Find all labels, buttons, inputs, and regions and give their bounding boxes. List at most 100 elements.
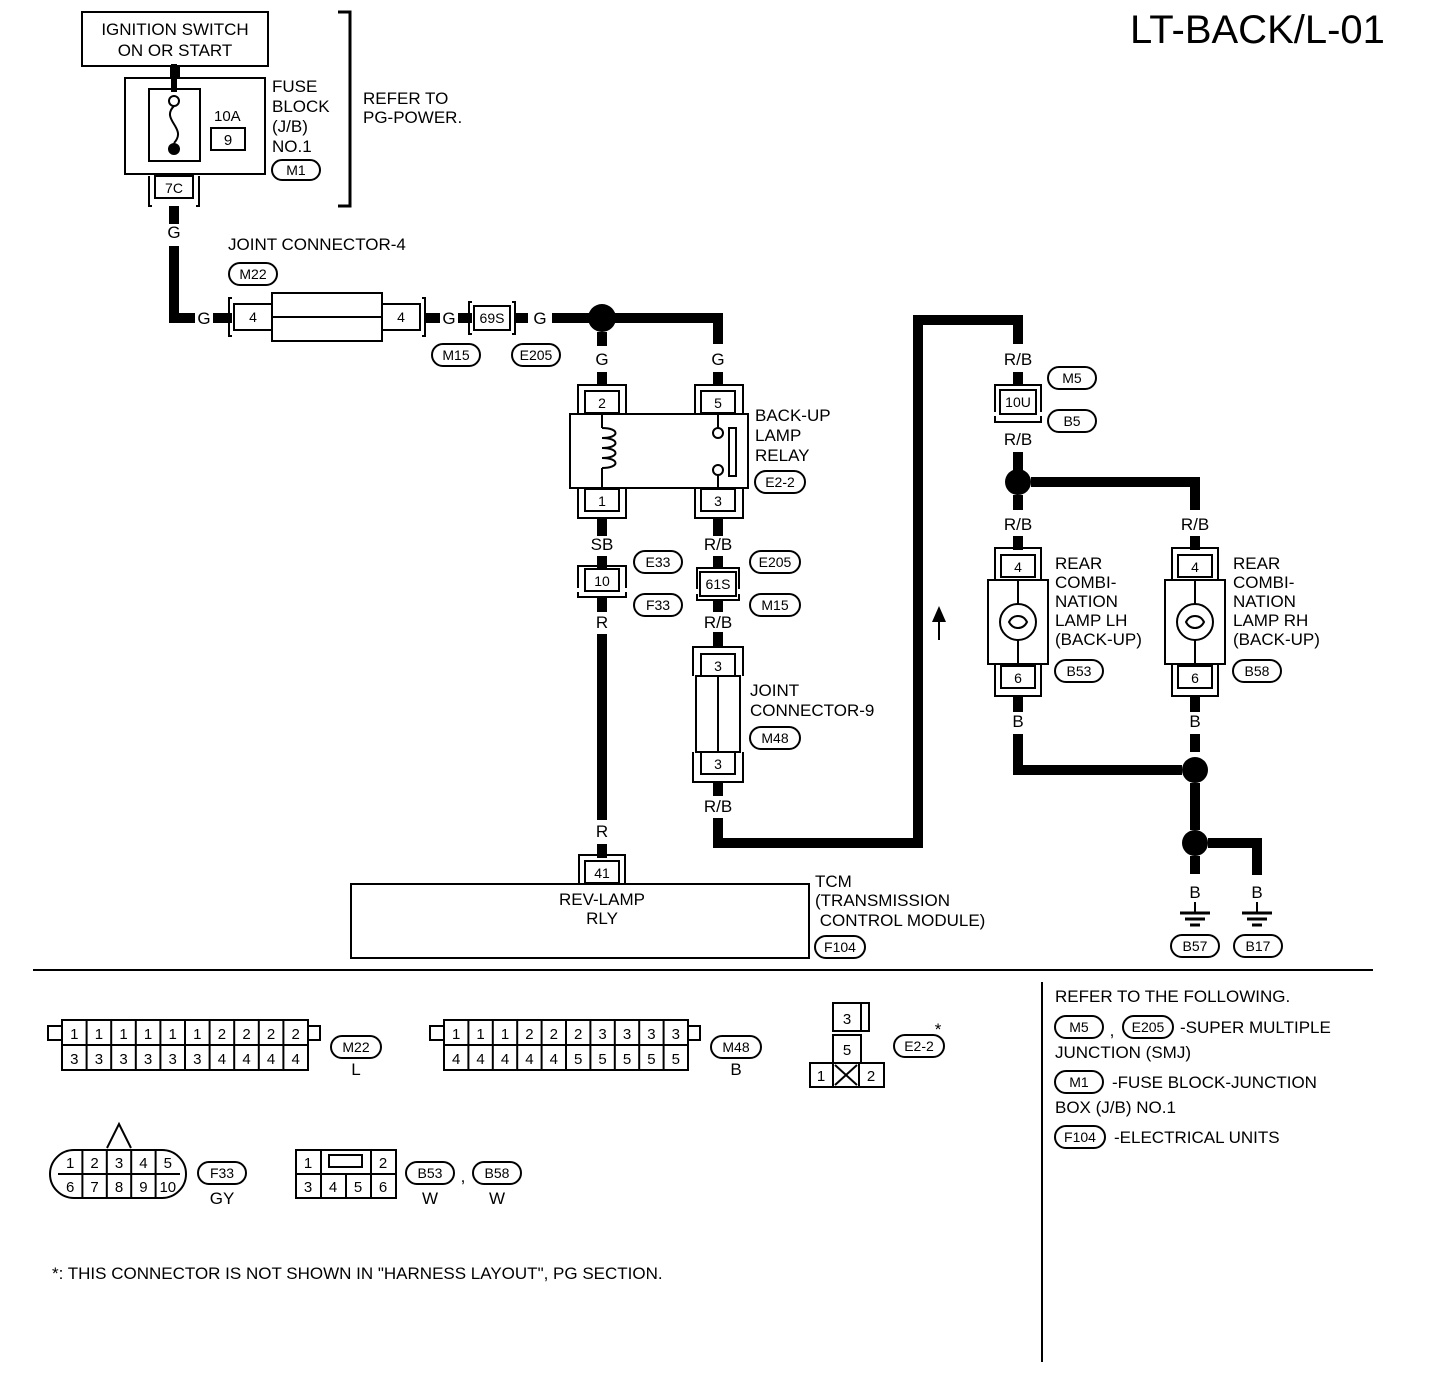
ground-symbol-left	[1180, 902, 1210, 927]
ignition-switch-line1: IGNITION SWITCH	[101, 20, 248, 39]
refer-panel-item2-text: -FUSE BLOCK-JUNCTION	[1112, 1073, 1317, 1092]
connector-view-b53-b58-sep: ,	[461, 1167, 466, 1186]
connector-view-b53-b58: 1 2 3 4 5 6 B53 , B58 W W	[295, 1149, 522, 1208]
lamp-lh-line5: (BACK-UP)	[1055, 630, 1142, 649]
fuse-block-line2: BLOCK	[272, 97, 330, 116]
ignition-switch: IGNITION SWITCH ON OR START	[81, 11, 269, 67]
m48-pin-bottom-9: 5	[672, 1051, 680, 1068]
lamp-rh-line5: (BACK-UP)	[1233, 630, 1320, 649]
e22-pin-1: 1	[817, 1068, 825, 1085]
fuse-block-line1: FUSE	[272, 77, 317, 96]
m22-pin-bottom-3: 3	[144, 1051, 152, 1068]
refer-panel-item2-id: M1	[1069, 1074, 1089, 1090]
wire-color-rb-1: R/B	[704, 535, 732, 554]
ignition-switch-line2: ON OR START	[118, 41, 233, 60]
m48-pin-bottom-5: 5	[574, 1051, 582, 1068]
footnote: *: THIS CONNECTOR IS NOT SHOWN IN "HARNE…	[52, 1264, 663, 1283]
m22-pin-bottom-5: 3	[193, 1051, 201, 1068]
b53-pin-2: 2	[379, 1155, 387, 1172]
m22-pin-top-1: 1	[95, 1026, 103, 1043]
connector-view-m48-id: M48	[722, 1039, 749, 1055]
m48-pin-top-9: 3	[672, 1026, 680, 1043]
lamp-lh-line4: LAMP LH	[1055, 611, 1127, 630]
wire-color-b-1: B	[1012, 712, 1023, 731]
fuse-block-line4: NO.1	[272, 137, 312, 156]
lamp-lh-line1: REAR	[1055, 554, 1102, 573]
joint-connector-4-pin-right: 4	[397, 309, 405, 325]
lamp-rh-line1: REAR	[1233, 554, 1280, 573]
wire-color-r-1: R	[596, 613, 608, 632]
m48-pin-top-0: 1	[452, 1026, 460, 1043]
b53-pin-3: 3	[304, 1179, 312, 1196]
m22-pin-top-5: 1	[193, 1026, 201, 1043]
inline-61s-lower-connector: M15	[761, 597, 788, 613]
refer-panel-heading: REFER TO THE FOLLOWING.	[1055, 987, 1290, 1006]
f33-pin-top-2: 3	[115, 1155, 123, 1172]
joint-connector-9-pin-top: 3	[714, 658, 722, 674]
backup-lamp-relay: 2 5 1 3 BACK-UP LAMP RELAY E2-2	[569, 384, 831, 519]
inline-connector-69s: 69S M15 E205	[431, 301, 561, 367]
inline-10-upper-connector: E33	[646, 554, 671, 570]
m48-pin-bottom-3: 4	[525, 1051, 533, 1068]
wire-color-g-4: G	[533, 309, 546, 328]
fuse-terminal-7c: 7C	[165, 180, 183, 196]
connector-view-b53-color: W	[422, 1189, 438, 1208]
rear-combination-lamp-lh: 4 6 REAR COMBI- NATION LAMP LH (BACK-UP)…	[987, 547, 1142, 697]
m22-pin-bottom-9: 4	[292, 1051, 300, 1068]
tcm-inner-line1: REV-LAMP	[559, 890, 645, 909]
inline-10-lower-connector: F33	[646, 597, 670, 613]
m48-pin-top-1: 1	[476, 1026, 484, 1043]
connector-view-m22-id: M22	[342, 1039, 369, 1055]
m48-pin-bottom-8: 5	[647, 1051, 655, 1068]
m48-pin-top-7: 3	[623, 1026, 631, 1043]
m48-pin-top-4: 2	[550, 1026, 558, 1043]
inline-69s-right-connector: E205	[520, 347, 553, 363]
inline-69s-left-connector: M15	[442, 347, 469, 363]
refer-power-line1: REFER TO	[363, 89, 448, 108]
relay-connector-id: E2-2	[765, 474, 795, 490]
connector-view-f33-color: GY	[210, 1189, 235, 1208]
m22-pin-bottom-1: 3	[95, 1051, 103, 1068]
lamp-lh-line3: NATION	[1055, 592, 1118, 611]
relay-pin-1: 1	[598, 493, 606, 509]
fuse-block-connector-id: M1	[286, 162, 306, 178]
inline-10u-upper-connector: M5	[1062, 370, 1082, 386]
f33-pin-bottom-4: 10	[159, 1179, 176, 1196]
refer-panel-item3-text: -ELECTRICAL UNITS	[1114, 1128, 1280, 1147]
ground-symbol-right	[1242, 902, 1272, 927]
page-title: LT-BACK/L-01	[1130, 8, 1385, 52]
wire-color-g-1: G	[167, 223, 180, 242]
m22-pin-top-7: 2	[242, 1026, 250, 1043]
m22-pin-bottom-0: 3	[70, 1051, 78, 1068]
relay-pin-2: 2	[598, 395, 606, 411]
refer-power-line2: PG-POWER.	[363, 108, 462, 127]
lamp-rh-line3: NATION	[1233, 592, 1296, 611]
connector-view-m48-color: B	[730, 1060, 741, 1079]
m48-pin-bottom-7: 5	[623, 1051, 631, 1068]
lamp-rh-connector-id: B58	[1245, 663, 1270, 679]
m48-pin-top-2: 1	[501, 1026, 509, 1043]
wire-color-r-2: R	[596, 822, 608, 841]
e22-pin-2: 2	[867, 1068, 875, 1085]
m48-pin-bottom-4: 4	[550, 1051, 558, 1068]
refer-panel-item1-id1: M5	[1069, 1019, 1089, 1035]
rear-combination-lamp-rh: 4 6 REAR COMBI- NATION LAMP RH (BACK-UP)…	[1164, 547, 1320, 697]
refer-panel-item2-text2: BOX (J/B) NO.1	[1055, 1098, 1176, 1117]
m22-pin-top-2: 1	[119, 1026, 127, 1043]
wire-color-sb: SB	[591, 535, 614, 554]
relay-pin-5: 5	[714, 395, 722, 411]
relay-label-line2: LAMP	[755, 426, 801, 445]
m22-pin-top-4: 1	[169, 1026, 177, 1043]
wire-color-g-5: G	[595, 350, 608, 369]
m48-pin-bottom-2: 4	[501, 1051, 509, 1068]
m22-pin-top-6: 2	[218, 1026, 226, 1043]
f33-pin-top-1: 2	[90, 1155, 98, 1172]
lamp-lh-connector-id: B53	[1067, 663, 1092, 679]
connector-view-b53-id: B53	[418, 1165, 443, 1181]
wire-color-rb-2: R/B	[704, 613, 732, 632]
tcm: 41 REV-LAMP RLY TCM (TRANSMISSION CONTRO…	[350, 854, 985, 959]
m48-pin-top-3: 2	[525, 1026, 533, 1043]
tcm-label-line2: (TRANSMISSION	[815, 891, 950, 910]
connector-view-m22-color: L	[351, 1060, 360, 1079]
